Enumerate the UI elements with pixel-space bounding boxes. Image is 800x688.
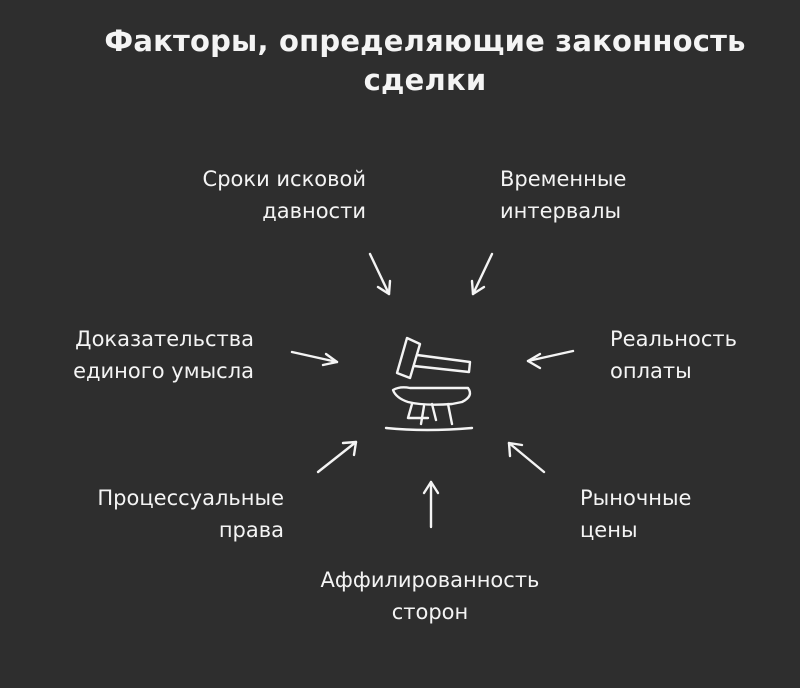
factor-label-line: Аффилированность [320,568,540,592]
factor-label-line: единого умысла [73,359,254,383]
title-line-1: Факторы, определяющие законность [104,24,746,58]
factor-vremennye-intervaly: Временные интервалы [500,163,720,227]
arrow-from-processualnye [316,440,358,474]
factor-label-line: Сроки исковой [202,167,366,191]
factor-label-line: сторон [391,600,469,624]
arrow-from-dokazatelstva [290,350,339,367]
factor-realnost-oplaty: Реальность оплаты [610,323,790,387]
diagram-title: Факторы, определяющие законность сделки [0,22,800,100]
factor-label-line: права [218,518,284,542]
arrow-from-rynochnye [507,441,546,474]
factor-label-line: Процессуальные [97,486,284,510]
arrow-from-realnost [526,349,575,370]
gavel-anvil-icon [384,336,474,432]
factor-label-line: давности [262,199,366,223]
arrow-from-sroki [368,252,392,296]
factor-label-line: интервалы [500,199,622,223]
factor-label-line: Доказательства [75,327,254,351]
factor-label-line: оплаты [610,359,692,383]
factor-label-line: цены [580,518,638,542]
factor-label-line: Временные [500,167,627,191]
arrow-from-vremennye [470,252,494,296]
factor-dokazatelstva-edinogo-umysla: Доказательства единого умысла [20,323,254,387]
factor-processualnye-prava: Процессуальные права [30,482,284,546]
factor-rynochnye-ceny: Рыночные цены [580,482,780,546]
arrow-from-affilirovannost [422,480,440,529]
factor-sroki-iskovoy-davnosti: Сроки исковой давности [120,163,366,227]
title-line-2: сделки [363,63,487,97]
factor-label-line: Рыночные [580,486,692,510]
factor-label-line: Реальность [610,327,737,351]
factor-affilirovannost-storon: Аффилированность сторон [260,564,600,628]
